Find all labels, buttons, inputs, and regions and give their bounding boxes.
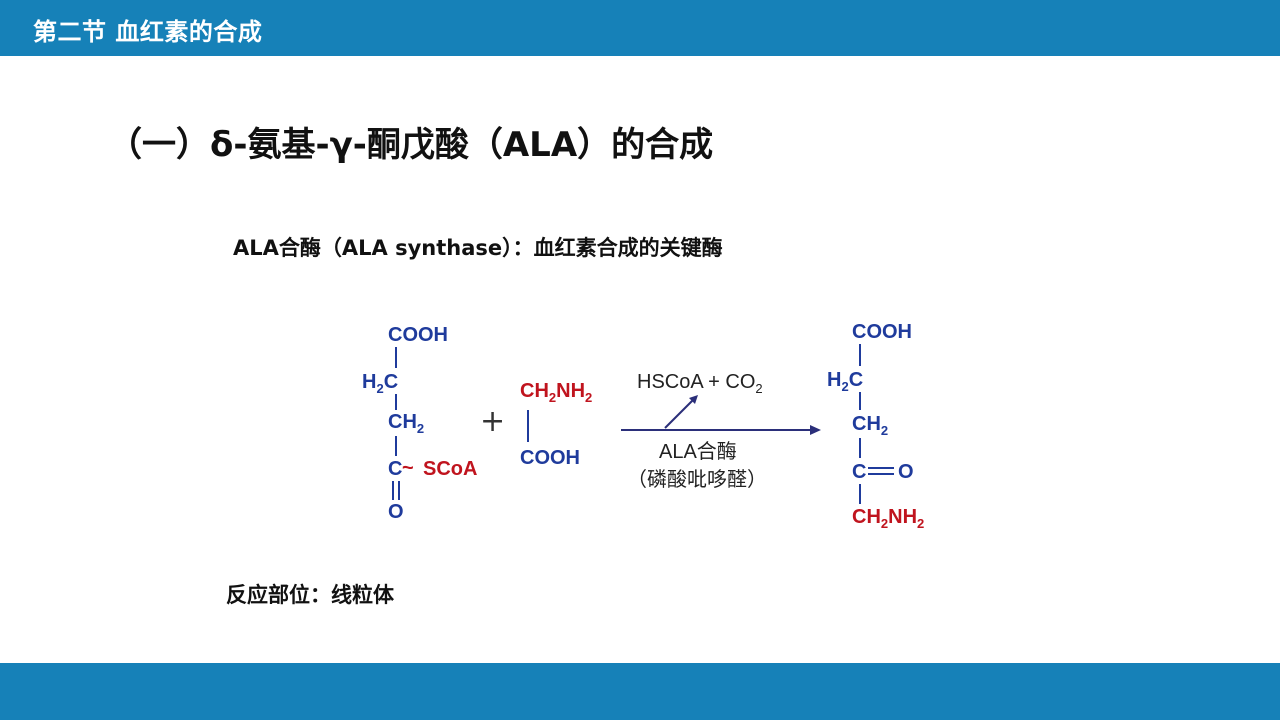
ala-cooh: COOH (852, 321, 912, 343)
ala-ch2-mid: CH2 (852, 413, 888, 438)
header-bar: 第二节 血红素的合成 (0, 0, 1280, 56)
glycine-structure: CH2NH2 COOH (520, 380, 592, 469)
enzyme-label: ALA合酶 (659, 440, 737, 463)
main-arrowhead-icon (810, 425, 821, 435)
ala-structure: COOH H2C CH2 C O CH2NH2 (827, 321, 924, 531)
succinyl-oxygen: O (388, 501, 404, 523)
succinyl-cooh: COOH (388, 324, 448, 346)
succinyl-coa-structure: COOH H2C CH2 C ~ SCoA O (362, 324, 477, 523)
reaction-site-note: 反应部位：线粒体 (226, 583, 394, 607)
reaction-arrow-group: HSCoA + CO2 ALA合酶 （磷酸吡哆醛） (621, 371, 821, 491)
succinyl-carbonyl-c: C (388, 458, 402, 480)
enzyme-note: ALA合酶（ALA synthase）：血红素合成的关键酶 (233, 236, 723, 260)
footer-bar (0, 663, 1280, 720)
succinyl-ch2-top: H2C (362, 371, 398, 396)
succinyl-scoa: SCoA (423, 458, 477, 480)
byproduct-branch-line (664, 399, 694, 429)
section-title: 第二节 血红素的合成 (33, 18, 263, 46)
slide-heading: （一）δ-氨基-γ-酮戊酸（ALA）的合成 (108, 125, 714, 165)
byproducts-label: HSCoA + CO2 (637, 371, 763, 396)
ala-ch2nh2: CH2NH2 (852, 506, 924, 531)
ala-oxygen: O (898, 461, 914, 483)
glycine-ch2nh2: CH2NH2 (520, 380, 592, 405)
succinyl-ch2-mid: CH2 (388, 411, 424, 436)
ala-ch2-top: H2C (827, 369, 863, 394)
ala-carbonyl-c: C (852, 461, 866, 483)
branch-arrowhead-icon (689, 395, 698, 404)
cofactor-label: （磷酸吡哆醛） (627, 468, 767, 491)
plus-sign: + (480, 404, 505, 439)
glycine-cooh: COOH (520, 447, 580, 469)
thioester-tilde: ~ (402, 457, 414, 479)
